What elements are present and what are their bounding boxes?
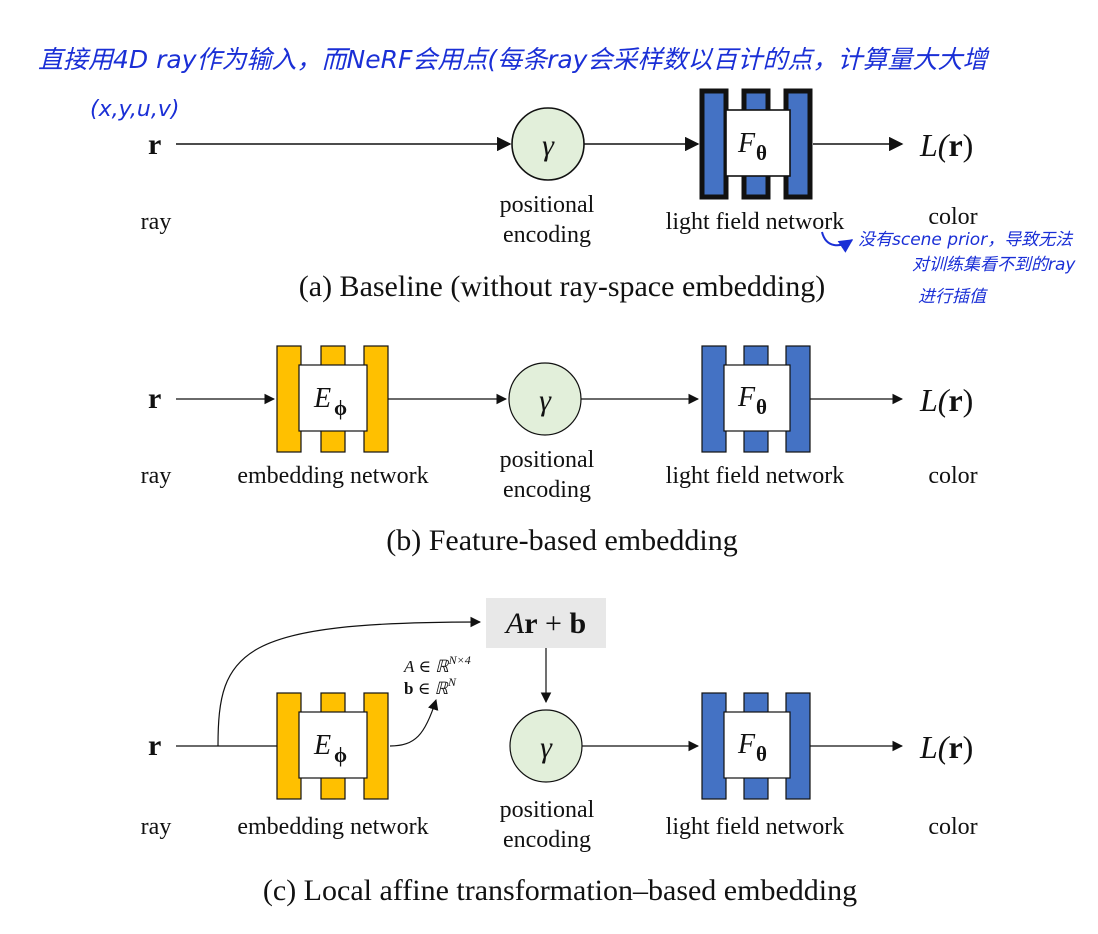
- caption-a: (a) Baseline (without ray-space embeddin…: [299, 270, 825, 303]
- light-field-network-a: F θ: [699, 88, 813, 200]
- light-field-network-c: F θ: [701, 692, 811, 800]
- label-color-a: color: [928, 204, 977, 230]
- label-ray-b: ray: [141, 463, 172, 489]
- theta-subscript-a: θ: [756, 141, 767, 165]
- output-L-b: L(r): [919, 382, 973, 418]
- gamma-symbol-c: γ: [540, 731, 553, 764]
- phi-subscript-b: ϕ: [334, 396, 347, 420]
- label-light-field-network-a: light field network: [666, 209, 845, 235]
- arrow-r-to-affine-c: [217, 616, 482, 747]
- label-light-field-network-c: light field network: [666, 814, 845, 840]
- row-a-baseline: r γ F θ L(r) ray positional encoding lig…: [141, 88, 978, 303]
- label-embedding-network-b: embedding network: [237, 463, 428, 489]
- affine-expression: Ar + b: [504, 607, 586, 640]
- input-r-b: r: [148, 382, 161, 415]
- caption-c: (c) Local affine transformation–based em…: [263, 874, 857, 907]
- label-ray-a: ray: [141, 209, 172, 235]
- embedding-network-c: E ϕ: [276, 692, 389, 800]
- theta-subscript-c: θ: [756, 742, 767, 766]
- output-L-c: L(r): [919, 729, 973, 765]
- affine-box: [486, 598, 606, 648]
- handwritten-prior-line2: 对训练集看不到的ray: [912, 255, 1076, 275]
- handwritten-prior-line1: 没有scene prior，导致无法: [858, 230, 1074, 250]
- label-color-c: color: [928, 814, 977, 840]
- F-symbol-c: F: [737, 729, 756, 760]
- handwritten-top-note: 直接用4D ray作为输入，而NeRF会用点(每条ray会采样数以百计的点，计算…: [38, 45, 990, 74]
- label-color-b: color: [928, 463, 977, 489]
- A-domain-label: A ∈ ℝN×4: [403, 653, 471, 676]
- arrow-E-output-c: [389, 698, 439, 747]
- handwritten-prior-line3: 进行插值: [918, 287, 988, 307]
- light-field-network-b: F θ: [701, 345, 811, 453]
- E-symbol-c: E: [313, 730, 331, 761]
- gamma-symbol-b: γ: [539, 384, 552, 417]
- b-domain-label: b ∈ ℝN: [404, 675, 457, 698]
- label-encoding-a: encoding: [503, 222, 591, 248]
- label-positional-c: positional: [500, 797, 595, 823]
- handwritten-coords: (x,y,u,v): [90, 97, 179, 122]
- label-ray-c: ray: [141, 814, 172, 840]
- label-light-field-network-b: light field network: [666, 463, 845, 489]
- gamma-symbol-a: γ: [542, 129, 555, 162]
- caption-b: (b) Feature-based embedding: [386, 524, 738, 557]
- input-r-a: r: [148, 128, 161, 161]
- phi-subscript-c: ϕ: [334, 743, 347, 767]
- F-symbol-a: F: [737, 128, 756, 159]
- row-c-affine: r Ar + b E ϕ A ∈ ℝN×4 b ∈ ℝN γ F θ L: [141, 598, 978, 907]
- theta-subscript-b: θ: [756, 395, 767, 419]
- label-embedding-network-c: embedding network: [237, 814, 428, 840]
- output-L-a: L(r): [919, 127, 973, 163]
- F-symbol-b: F: [737, 382, 756, 413]
- handwritten-arrow: [821, 231, 854, 253]
- input-r-c: r: [148, 729, 161, 762]
- label-encoding-c: encoding: [503, 827, 591, 853]
- embedding-network-b: E ϕ: [276, 345, 389, 453]
- E-symbol-b: E: [313, 383, 331, 414]
- label-encoding-b: encoding: [503, 477, 591, 503]
- row-b-feature: r E ϕ γ F θ L(r) ray embedding network p…: [141, 345, 978, 557]
- label-positional-a: positional: [500, 192, 595, 218]
- label-positional-b: positional: [500, 447, 595, 473]
